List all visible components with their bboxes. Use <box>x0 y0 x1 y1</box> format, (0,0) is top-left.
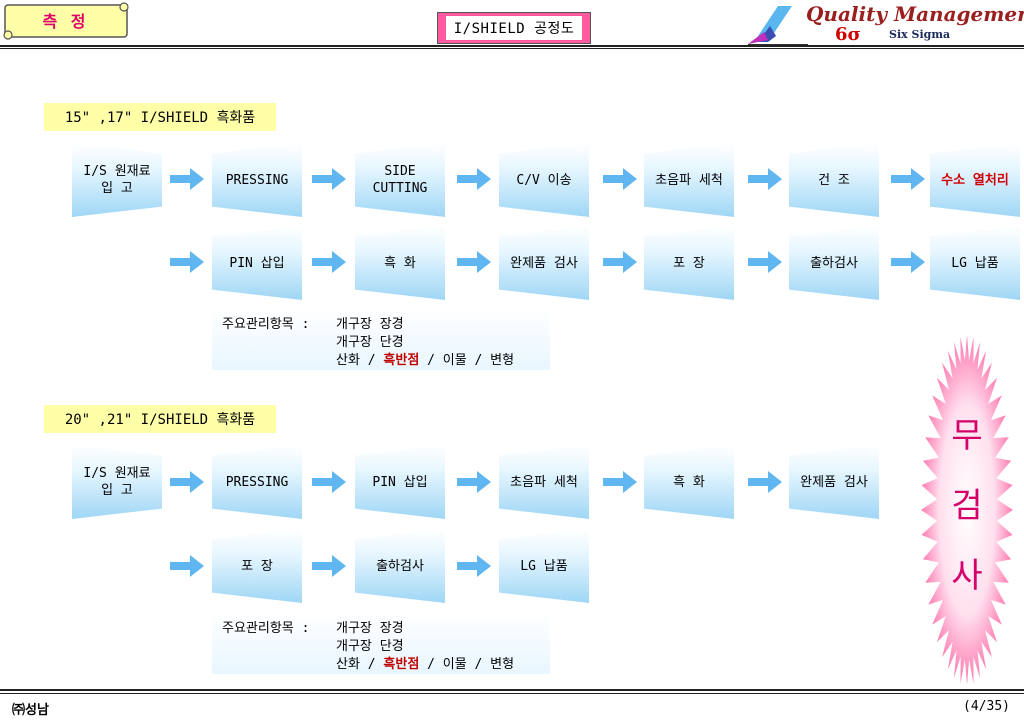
note-label: 주요관리항목 : <box>222 621 310 636</box>
header-rule <box>0 45 1024 47</box>
note-keyword: 흑반점 <box>383 657 420 672</box>
flow-arrow-icon <box>170 555 204 577</box>
flow-arrow-icon <box>457 251 491 273</box>
flow-arrow-icon <box>170 251 204 273</box>
note-line-3: 산화 / 흑반점 / 이물 / 변형 <box>336 657 515 672</box>
header-rule-thin <box>0 48 1024 49</box>
s2-step-9: LG 납품 <box>499 529 589 603</box>
flow-arrow-icon <box>170 471 204 493</box>
flow-arrow-icon <box>312 168 346 190</box>
flow-arrow-icon <box>891 168 925 190</box>
s1-step-6: 건 조 <box>789 143 879 217</box>
flow-arrow-icon <box>748 168 782 190</box>
company-name: ㈜성남 <box>12 703 49 718</box>
page-title-box: I/SHIELD 공정도 <box>437 12 591 44</box>
note-label: 주요관리항목 : <box>222 317 310 332</box>
section1-label: 15" ,17" I/SHIELD 흑화품 <box>44 103 276 131</box>
footer-rule-thin <box>0 693 1024 694</box>
note-keyword: 흑반점 <box>383 353 420 368</box>
burst-char-2: 검 <box>951 486 983 526</box>
logo-sigma: 6σ <box>835 24 861 45</box>
note-line-1: 개구장 장경 <box>336 317 404 332</box>
logo-subtitle: Six Sigma <box>889 28 951 41</box>
s2-step-7: 포 장 <box>212 529 302 603</box>
flow-arrow-icon <box>748 471 782 493</box>
note-line-2: 개구장 단경 <box>336 639 404 654</box>
section2-label: 20" ,21" I/SHIELD 흑화품 <box>44 405 276 433</box>
flow-arrow-icon <box>312 471 346 493</box>
flow-arrow-icon <box>457 168 491 190</box>
flow-arrow-icon <box>312 251 346 273</box>
s1-step-10: 완제품 검사 <box>499 226 589 300</box>
flow-arrow-icon <box>457 471 491 493</box>
s2-control-items-note: 주요관리항목 : 개구장 장경 개구장 단경 산화 / 흑반점 / 이물 / 변… <box>212 612 550 674</box>
page-number: (4/35) <box>963 699 1010 714</box>
s1-step-4: C/V 이송 <box>499 143 589 217</box>
flow-arrow-icon <box>748 251 782 273</box>
s2-step-2: PRESSING <box>212 445 302 519</box>
header-scroll-banner <box>3 2 129 40</box>
s2-step-5: 흑 화 <box>644 445 734 519</box>
page-title: I/SHIELD 공정도 <box>445 16 583 40</box>
s1-step-11: 포 장 <box>644 226 734 300</box>
flow-arrow-icon <box>312 555 346 577</box>
s2-step-3: PIN 삽입 <box>355 445 445 519</box>
header-tag: 측 정 <box>42 12 88 31</box>
flow-arrow-icon <box>603 471 637 493</box>
flow-arrow-icon <box>891 251 925 273</box>
s1-control-items-note: 주요관리항목 : 개구장 장경 개구장 단경 산화 / 흑반점 / 이물 / 변… <box>212 308 550 370</box>
s1-step-2: PRESSING <box>212 143 302 217</box>
note-line-3: 산화 / 흑반점 / 이물 / 변형 <box>336 353 515 368</box>
s2-step-4: 초음파 세척 <box>499 445 589 519</box>
flow-arrow-icon <box>603 168 637 190</box>
note-line-1: 개구장 장경 <box>336 621 404 636</box>
s2-step-1: I/S 원재료 입 고 <box>72 445 162 519</box>
s1-step-5: 초음파 세척 <box>644 143 734 217</box>
s1-step-9: 흑 화 <box>355 226 445 300</box>
no-inspection-starburst <box>921 335 1013 685</box>
flow-arrow-icon <box>170 168 204 190</box>
note-line-2: 개구장 단경 <box>336 335 404 350</box>
s1-step-3: SIDE CUTTING <box>355 143 445 217</box>
s1-step-7: 수소 열처리 <box>930 143 1020 217</box>
s1-step-13: LG 납품 <box>930 226 1020 300</box>
burst-char-3: 사 <box>951 556 983 596</box>
s2-step-8: 출하검사 <box>355 529 445 603</box>
footer-rule <box>0 689 1024 691</box>
flow-arrow-icon <box>457 555 491 577</box>
s1-step-1: I/S 원재료 입 고 <box>72 143 162 217</box>
logo-text: Quality Management <box>806 2 1024 26</box>
s1-step-8: PIN 삽입 <box>212 226 302 300</box>
burst-char-1: 무 <box>951 416 983 456</box>
s2-step-6: 완제품 검사 <box>789 445 879 519</box>
flow-arrow-icon <box>603 251 637 273</box>
s1-step-12: 출하검사 <box>789 226 879 300</box>
quality-logo-icon <box>748 6 808 46</box>
